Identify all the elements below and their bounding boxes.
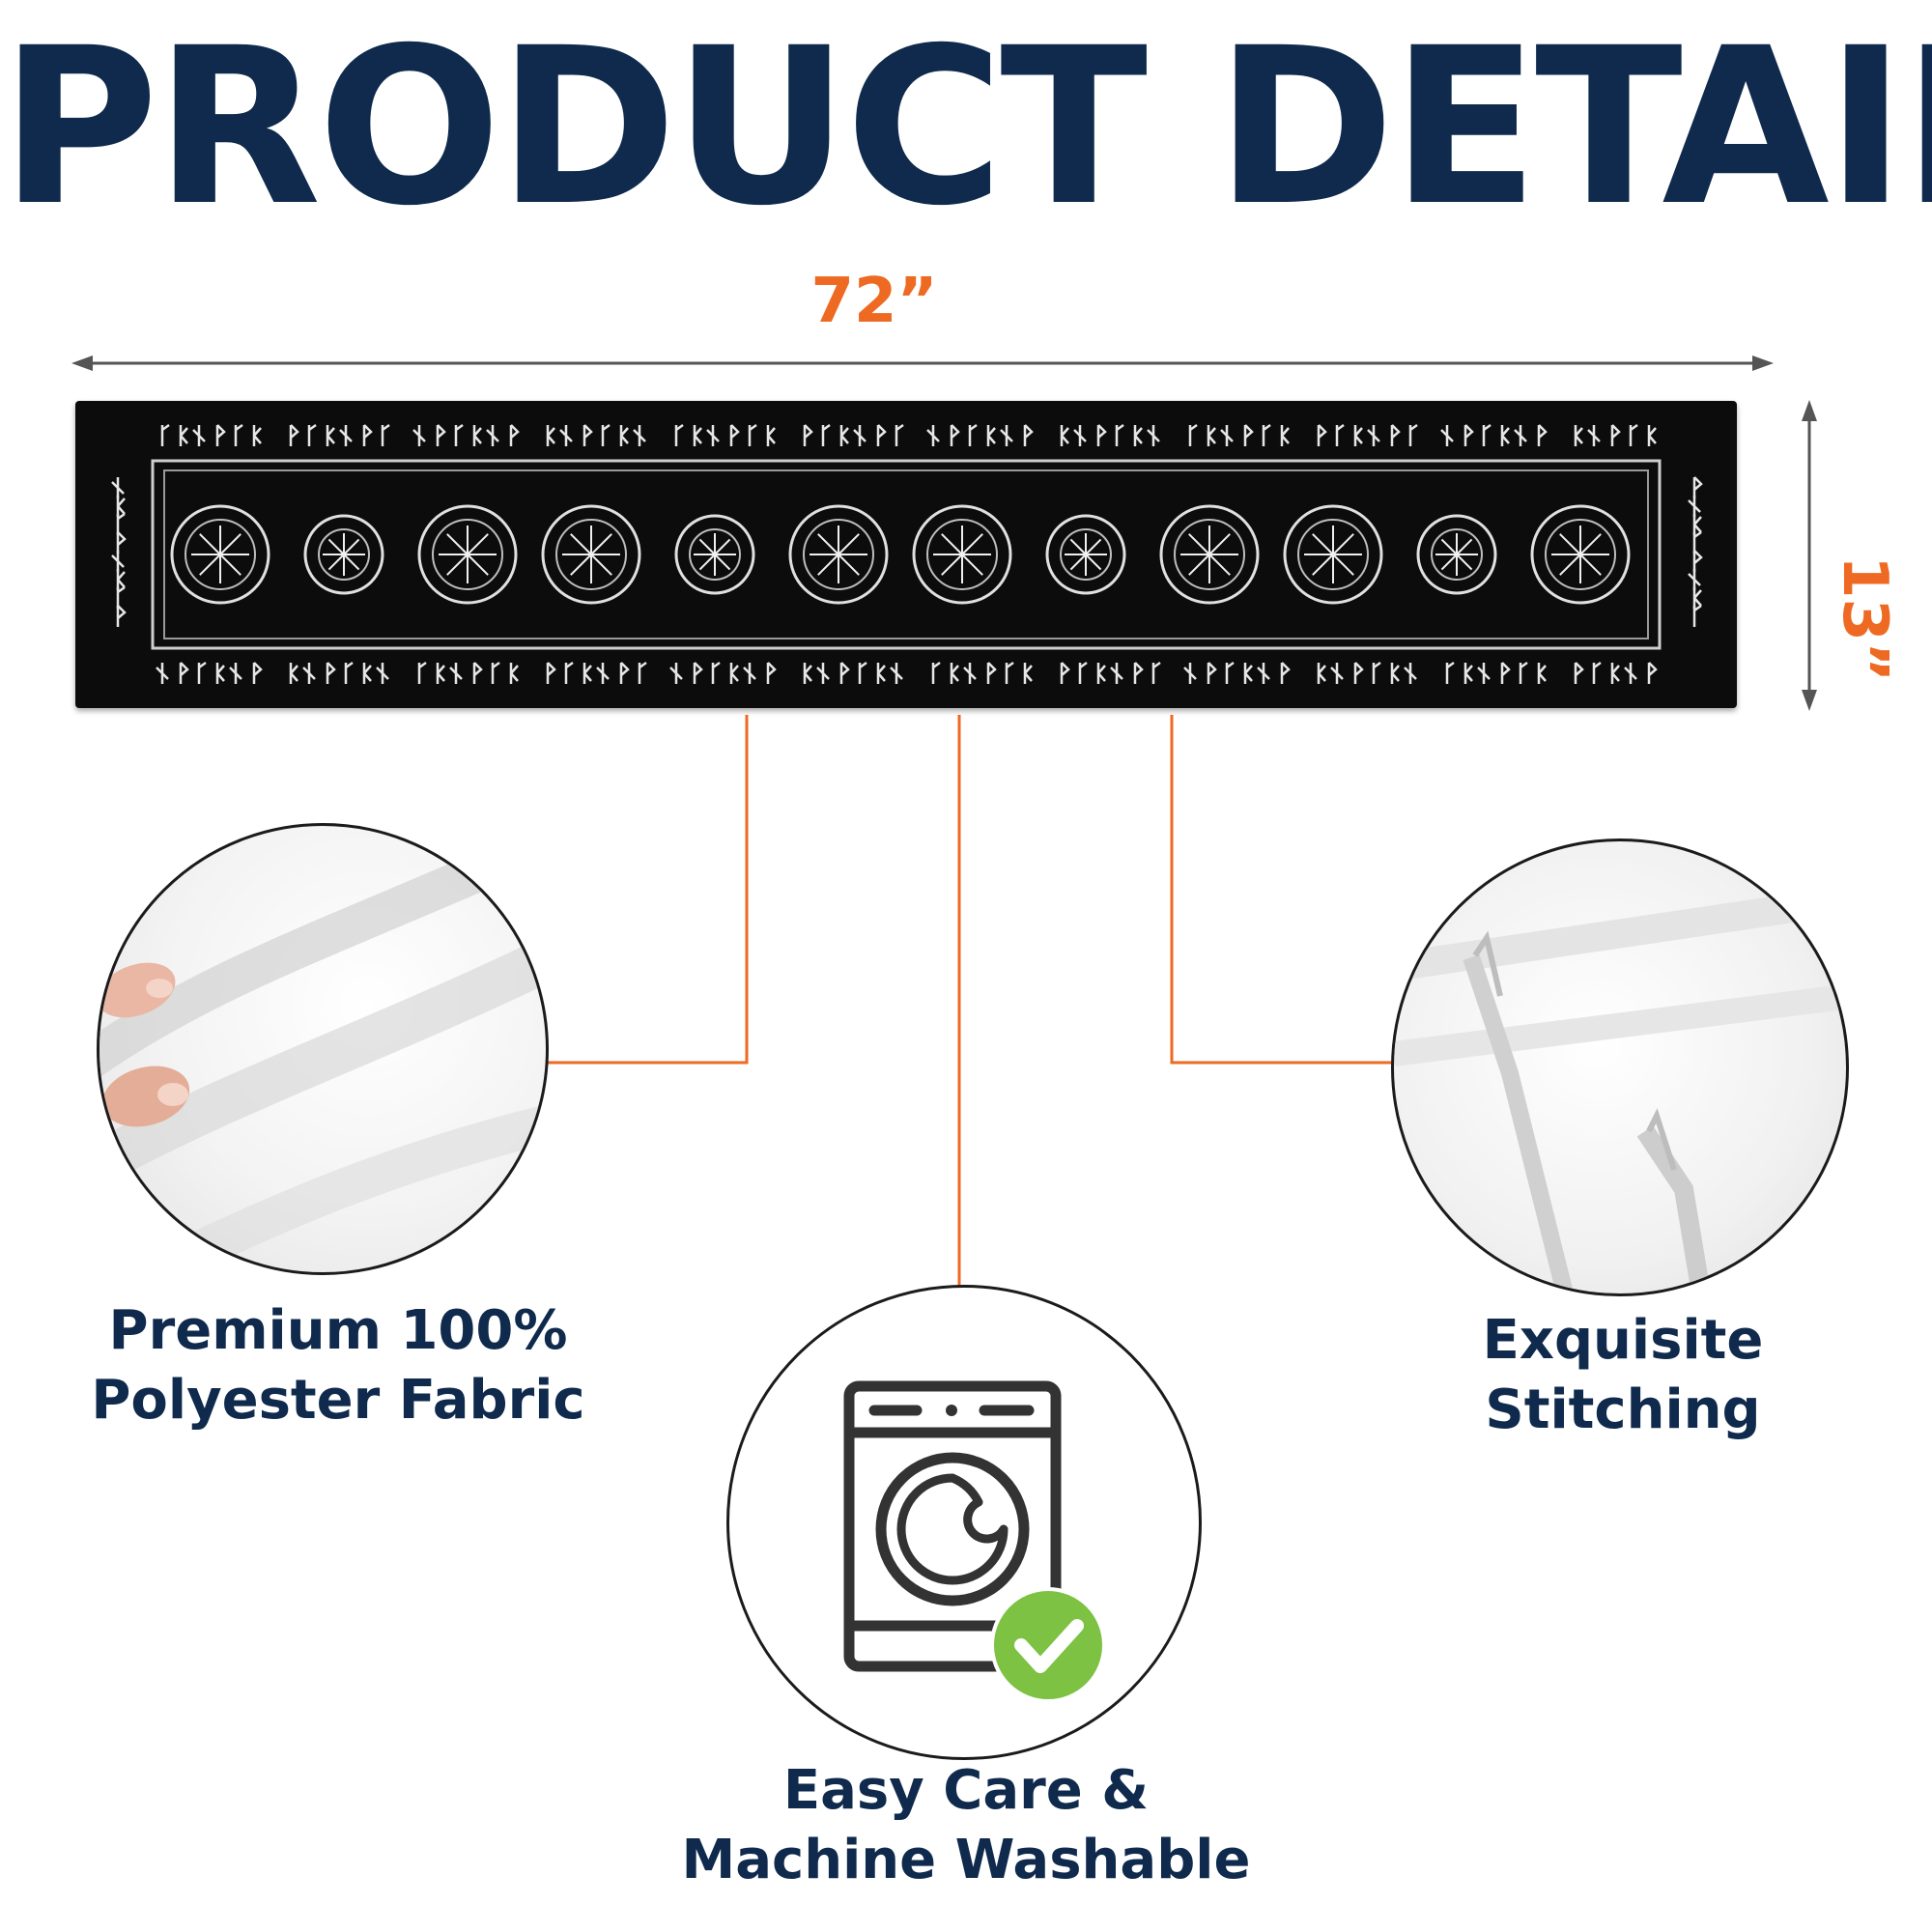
callout-lines bbox=[514, 715, 1406, 1321]
table-runner-image bbox=[75, 401, 1737, 708]
washing-machine-icon bbox=[843, 1380, 1062, 1672]
stitching-closeup-image bbox=[1391, 838, 1849, 1296]
feature-stitching-line2: Stitching bbox=[1485, 1378, 1761, 1441]
width-arrow bbox=[71, 355, 1774, 371]
machine-washable-image bbox=[726, 1285, 1202, 1760]
width-dimension-label: 72” bbox=[810, 266, 938, 337]
height-dimension-label: 13” bbox=[1829, 555, 1900, 683]
feature-fabric-line1: Premium 100% bbox=[108, 1299, 568, 1362]
feature-fabric-line2: Polyester Fabric bbox=[91, 1369, 585, 1432]
fabric-closeup-image bbox=[97, 823, 549, 1275]
feature-fabric-label: Premium 100% Polyester Fabric bbox=[58, 1296, 618, 1435]
feature-care-line1: Easy Care & bbox=[782, 1759, 1150, 1822]
feature-stitching-line1: Exquisite bbox=[1482, 1309, 1764, 1372]
page-title: PRODUCT DETAIL bbox=[0, 1, 1932, 253]
feature-care-label: Easy Care & Machine Washable bbox=[609, 1756, 1323, 1895]
feature-care-line2: Machine Washable bbox=[681, 1829, 1251, 1891]
feature-stitching-label: Exquisite Stitching bbox=[1391, 1306, 1855, 1445]
check-badge-icon bbox=[990, 1587, 1106, 1703]
height-arrow bbox=[1802, 400, 1817, 711]
